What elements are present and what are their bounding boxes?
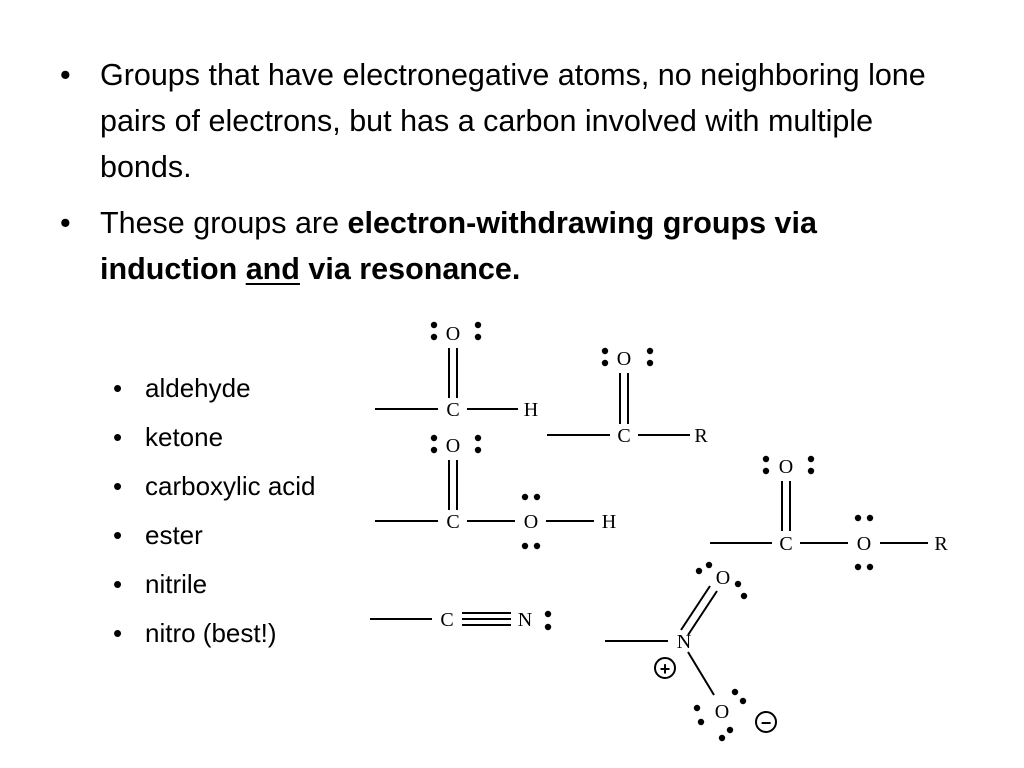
- main-bullet-2: • These groups are electron-withdrawing …: [60, 200, 960, 292]
- aldehyde-carbon-label: C: [446, 399, 459, 421]
- ketone-carbon-label: C: [617, 425, 630, 447]
- ester-carbon-label: C: [779, 533, 792, 555]
- ester-oxygen-label: O: [857, 533, 871, 555]
- negative-charge-circle: [755, 711, 777, 733]
- main-bullet-1: • Groups that have electronegative atoms…: [60, 52, 960, 190]
- functional-group-item-nitro: • nitro (best!): [113, 609, 316, 658]
- nitro-nitrogen-label: N: [677, 631, 691, 653]
- aldehyde-oxygen-label: O: [446, 323, 460, 345]
- functional-group-item-ketone: • ketone: [113, 413, 316, 462]
- acid-hydrogen-label: H: [602, 511, 616, 533]
- aldehyde-bonds: [375, 348, 518, 410]
- positive-charge-circle: [654, 657, 676, 679]
- ester-bonds: [710, 481, 928, 544]
- main-bullet-2-underlined: and: [245, 252, 300, 286]
- functional-group-item-ester: • ester: [113, 511, 316, 560]
- nitro-bottom-oxygen-label: O: [715, 701, 729, 723]
- bullet-marker: •: [113, 422, 123, 452]
- bullet-marker: •: [113, 471, 123, 501]
- bullet-marker: •: [113, 618, 123, 648]
- functional-group-label: aldehyde: [145, 373, 251, 403]
- functional-group-item-aldehyde: • aldehyde: [113, 364, 316, 413]
- functional-group-label: carboxylic acid: [145, 471, 316, 501]
- nitrile-nitrogen-label: N: [518, 609, 532, 631]
- main-bullet-2-bold-1: electron-withdrawing groups via inductio…: [100, 206, 817, 286]
- main-bullet-list: • Groups that have electronegative atoms…: [60, 52, 960, 302]
- nitro-bonds: [605, 585, 718, 696]
- bullet-marker: •: [60, 206, 71, 240]
- ketone-bonds: [547, 373, 690, 436]
- ketone-oxygen-label: O: [617, 348, 631, 370]
- functional-group-item-nitrile: • nitrile: [113, 560, 316, 609]
- bullet-marker: •: [60, 58, 71, 92]
- main-bullet-2-prefix: These groups are: [100, 206, 348, 240]
- acid-carbonyl-oxygen-label: O: [446, 435, 460, 457]
- functional-group-list: • aldehyde • ketone • carboxylic acid • este…: [113, 364, 316, 658]
- acid-hydroxyl-oxygen-label: O: [524, 511, 538, 533]
- bullet-marker: •: [113, 569, 123, 599]
- positive-charge-label: +: [660, 659, 671, 679]
- ester-carbonyl-oxygen-label: O: [779, 456, 793, 478]
- main-bullet-2-bold-2: via resonance.: [299, 252, 521, 286]
- functional-group-item-carboxylic-acid: • carboxylic acid: [113, 462, 316, 511]
- ester-r-label: R: [934, 533, 948, 555]
- lone-pairs: [430, 321, 874, 742]
- bullet-marker: •: [113, 373, 123, 403]
- nitrile-carbon-label: C: [440, 609, 453, 631]
- nitro-top-oxygen-label: O: [716, 567, 730, 589]
- ketone-r-label: R: [694, 425, 708, 447]
- functional-group-label: ketone: [145, 422, 224, 452]
- nitrile-bonds: [370, 612, 511, 626]
- negative-charge-label: −: [761, 713, 772, 733]
- aldehyde-hydrogen-label: H: [524, 399, 538, 421]
- bullet-marker: •: [113, 520, 123, 550]
- acid-carbon-label: C: [446, 511, 459, 533]
- main-bullet-1-text: Groups that have electronegative atoms, …: [100, 58, 926, 184]
- carboxylic-acid-bonds: [375, 460, 594, 522]
- functional-group-label: nitrile: [145, 569, 208, 599]
- functional-group-label: nitro (best!): [145, 618, 277, 648]
- functional-group-label: ester: [145, 520, 203, 550]
